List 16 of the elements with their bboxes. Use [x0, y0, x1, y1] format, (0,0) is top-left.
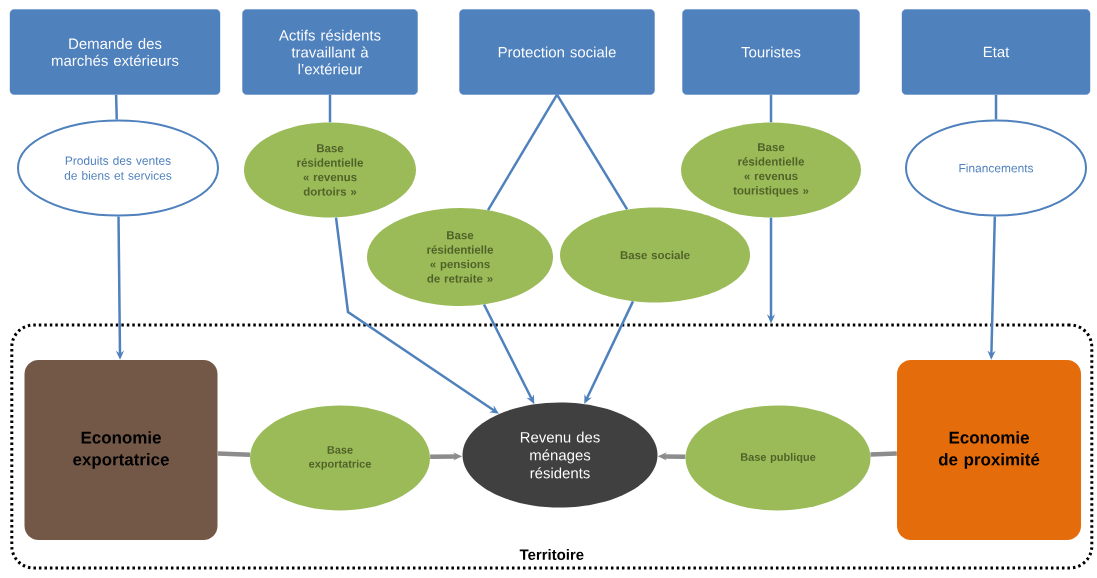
source-box: Actifs résidents travaillant à l’extérieur: [242, 9, 418, 95]
connector-line: [328, 94, 332, 123]
connector-line: [769, 94, 773, 123]
connector-line: [870, 451, 897, 457]
economy-box: Economie exportatrice: [24, 360, 218, 540]
connector-line: [217, 451, 251, 457]
connector-line: [994, 94, 998, 120]
economy-box: Economie de proximité: [897, 360, 1081, 540]
arrow: [334, 217, 499, 414]
connector-line: [114, 94, 118, 120]
source-box: Etat: [901, 9, 1091, 95]
connector-line: [555, 94, 629, 211]
source-box: Demande des marchés extérieurs: [9, 9, 221, 95]
source-box: Touristes: [682, 9, 860, 95]
source-box: Protection sociale: [459, 9, 655, 95]
connector-line: [486, 94, 559, 211]
